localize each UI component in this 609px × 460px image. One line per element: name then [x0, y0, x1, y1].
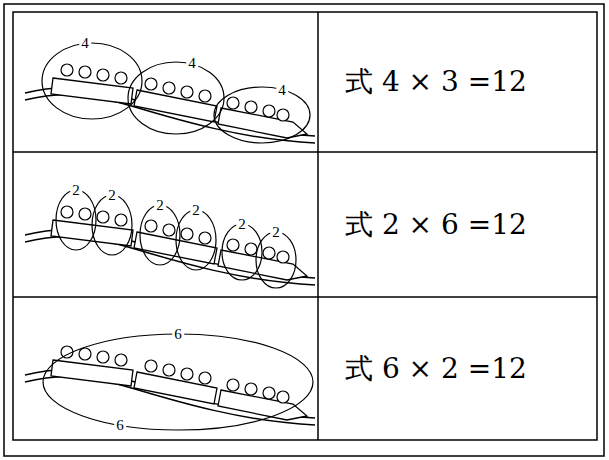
group-count: 2: [236, 216, 248, 233]
group-count: 2: [106, 187, 118, 204]
group-count: 2: [154, 197, 166, 214]
group-count: 2: [270, 224, 282, 241]
outer-frame: [4, 4, 604, 456]
formula-text: 式 2 × 6 =12: [345, 211, 527, 239]
coaster-drawing: [25, 64, 315, 143]
table-frame: [13, 12, 597, 440]
row-line: [13, 151, 597, 153]
group-count: 2: [190, 202, 202, 219]
group-count: 4: [79, 35, 91, 52]
group-count: 2: [70, 182, 82, 199]
group-count: 6: [172, 326, 184, 343]
formula-text: 式 4 × 3 =12: [345, 68, 527, 96]
column-line: [317, 12, 319, 440]
group-count: 4: [276, 82, 288, 99]
coaster-drawing: [25, 206, 315, 285]
group-ovals: [42, 43, 313, 430]
row-line: [13, 296, 597, 298]
formula-text: 式 6 × 2 =12: [345, 355, 527, 383]
group-count: 6: [114, 417, 126, 434]
coaster-drawing: [25, 346, 315, 425]
group-count: 4: [186, 55, 198, 72]
